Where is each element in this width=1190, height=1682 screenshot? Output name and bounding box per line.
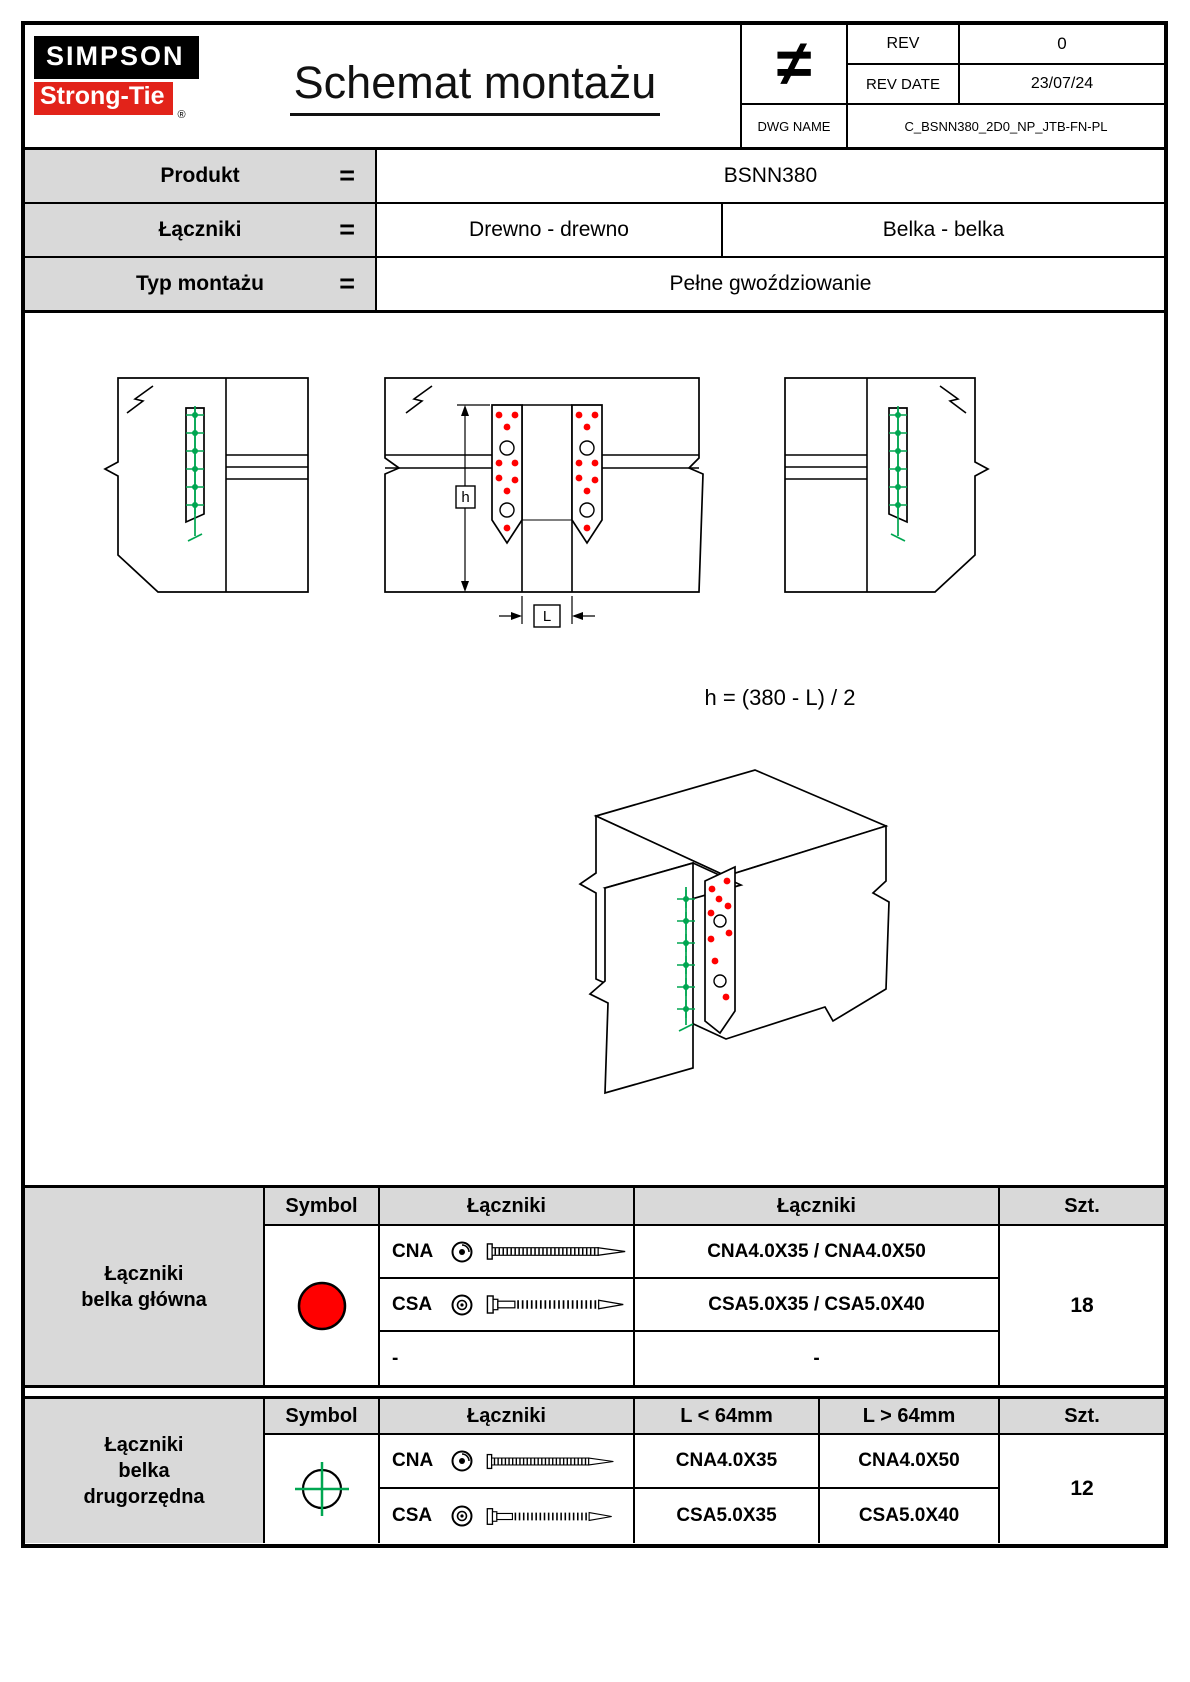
rev-date-value: 23/07/24 — [960, 65, 1164, 105]
rev-label: REV — [848, 25, 960, 65]
produkt-label-cell: Produkt = — [25, 150, 377, 202]
rev-date-label: REV DATE — [848, 65, 960, 105]
equals-sign: = — [339, 268, 355, 299]
fastener-value: CNA4.0X35 / CNA4.0X50 — [635, 1226, 1000, 1279]
column-header-gt64: L > 64mm — [820, 1399, 1000, 1435]
fastener-value-lt: CSA5.0X35 — [635, 1489, 820, 1543]
column-header-lt64: L < 64mm — [635, 1399, 820, 1435]
fastener-value: - — [635, 1332, 1000, 1385]
csa-head-icon — [451, 1505, 473, 1527]
dim-h-label: h — [461, 489, 469, 506]
nail-drawing — [486, 1243, 626, 1260]
fastener-value-gt: CSA5.0X40 — [820, 1489, 1000, 1543]
laczniki-value-2: Belka - belka — [882, 218, 1005, 241]
dwg-name-value: C_BSNN380_2D0_NP_JTB-FN-PL — [904, 118, 1108, 134]
cna-head-icon — [451, 1241, 473, 1262]
nail-drawing — [486, 1453, 614, 1469]
column-header-symbol: Symbol — [265, 1399, 380, 1435]
page-title: Schemat montażu — [230, 57, 720, 116]
equals-sign: = — [339, 214, 355, 245]
info-row-laczniki: Łączniki = Drewno - drewno Belka - belka — [25, 204, 1164, 258]
column-header-symbol: Symbol — [265, 1188, 380, 1226]
fastener-cell-csa: CSA — [380, 1489, 635, 1543]
beam-outline — [384, 377, 704, 593]
title-block: ≠ REV 0 REV DATE 23/07/24 DWG NAME C_BSN… — [740, 25, 1164, 147]
simpson-strongtie-logo: SIMPSON Strong-Tie® — [34, 36, 199, 121]
fastener-cell-cna: CNA — [380, 1435, 635, 1489]
csa-head-icon — [451, 1294, 473, 1315]
fastener-value-lt: CNA4.0X35 — [635, 1435, 820, 1489]
table-row-label: Łączniki belka główna — [25, 1188, 265, 1385]
main-beam-fastener-symbol — [297, 1281, 346, 1330]
column-header-value: Łączniki — [635, 1188, 1000, 1226]
cna-head-icon — [451, 1450, 473, 1472]
fastener-value: CSA5.0X35 / CSA5.0X40 — [635, 1279, 1000, 1332]
qty-cell: 18 — [1070, 1293, 1094, 1317]
screw-drawing — [486, 1507, 612, 1525]
info-row-produkt: Produkt = BSNN380 — [25, 150, 1164, 204]
secondary-beam-fastener-symbol — [294, 1462, 349, 1516]
dim-L-label: L — [543, 608, 551, 625]
screw-drawing — [486, 1295, 624, 1314]
drawing-sheet: SIMPSON Strong-Tie® Schemat montażu ≠ RE… — [21, 21, 1168, 1548]
symbol-cell — [265, 1435, 380, 1543]
column-header-qty: Szt. — [1000, 1399, 1164, 1435]
not-equal-mark: ≠ — [742, 25, 848, 105]
secondary-beam-fastener-table: Łączniki belka drugorzędna Symbol Łączni… — [25, 1396, 1164, 1543]
dwg-name-label: DWG NAME — [742, 105, 848, 147]
rev-value: 0 — [960, 25, 1164, 65]
logo-simpson: SIMPSON — [34, 36, 199, 79]
produkt-value: BSNN380 — [723, 164, 818, 187]
height-formula: h = (380 - L) / 2 — [704, 685, 856, 710]
typ-montazu-label-cell: Typ montażu = — [25, 258, 377, 310]
beam-outline — [784, 377, 990, 593]
break-symbol — [939, 385, 967, 414]
equals-sign: = — [339, 160, 355, 191]
symbol-cell — [265, 1226, 380, 1385]
registered-mark: ® — [177, 109, 186, 121]
break-symbol — [126, 385, 154, 414]
info-row-typ-montazu: Typ montażu = Pełne gwoździowanie — [25, 258, 1164, 313]
side-view-left — [103, 377, 309, 593]
front-section-view: h L — [384, 377, 704, 628]
laczniki-label-cell: Łączniki = — [25, 204, 377, 256]
main-beam-fastener-table: Łączniki belka główna Symbol Łączniki Łą… — [25, 1185, 1164, 1388]
column-header-qty: Szt. — [1000, 1188, 1164, 1226]
typ-montazu-value: Pełne gwoździowanie — [669, 272, 872, 295]
fastener-value-gt: CNA4.0X50 — [820, 1435, 1000, 1489]
side-view-right — [784, 377, 990, 593]
beam-outline — [103, 377, 309, 593]
laczniki-value-1: Drewno - drewno — [377, 204, 723, 256]
column-header-fastener: Łączniki — [380, 1399, 635, 1435]
secondary-beam-side-face — [588, 861, 694, 1095]
table-row-label: Łączniki belka drugorzędna — [25, 1399, 265, 1543]
break-symbol — [405, 385, 433, 414]
fastener-cell-cna: CNA — [380, 1226, 635, 1279]
fastener-cell-csa: CSA — [380, 1279, 635, 1332]
logo-strongtie: Strong-Tie® — [34, 82, 186, 121]
dimension-L: L — [499, 596, 595, 628]
header-separator — [25, 147, 1164, 150]
dimension-h: h — [455, 404, 490, 592]
column-header-fastener: Łączniki — [380, 1188, 635, 1226]
hanger-strap — [704, 865, 736, 1035]
fastener-cell-dash: - — [380, 1332, 635, 1385]
qty-cell: 12 — [1070, 1477, 1094, 1500]
isometric-view — [578, 769, 890, 1095]
